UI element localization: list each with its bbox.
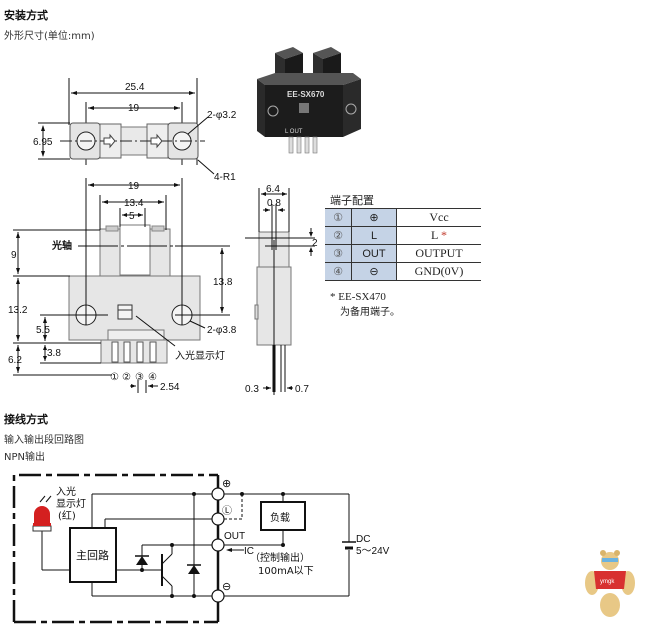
pin-symbol: ⊕	[351, 208, 397, 227]
pin-name: OUTPUT	[396, 244, 481, 263]
dim-0-7: 0.7	[295, 384, 309, 395]
pin-num: ②	[325, 226, 352, 245]
pin-num: ③	[325, 244, 352, 263]
npn-subtitle: NPN输出	[4, 452, 45, 463]
top-view-drawing: 25.4 19 6.95 2-φ3.2 4-R1	[33, 78, 237, 180]
pin-symbol: OUT	[351, 244, 397, 263]
note-star: *	[440, 228, 447, 242]
dim-19-top: 19	[128, 103, 140, 114]
circuit-subtitle: 输入输出段回路图	[4, 435, 84, 446]
wiring-section-title: 接线方式	[4, 413, 48, 426]
dim-13-2: 13.2	[8, 305, 28, 316]
pin-symbol: ⊖	[351, 262, 397, 281]
main-circuit-block	[69, 527, 117, 583]
terminal-l	[211, 512, 225, 526]
current-limit-label: 100mA以下	[258, 566, 314, 577]
top-view-body	[60, 122, 205, 160]
terminal-out-label: OUT	[224, 531, 245, 542]
dim-2: 2	[312, 238, 318, 249]
table-row: ① ⊕ Vcc	[325, 208, 481, 227]
dim-13-4: 13.4	[124, 198, 144, 209]
load-block	[260, 501, 306, 531]
table-row: ③ OUT OUTPUT	[325, 244, 481, 263]
control-output-label: （控制输出）	[250, 551, 310, 564]
watermark-text: ymgk	[600, 579, 615, 585]
led-label-1: 入光	[56, 485, 76, 498]
dim-holes-3-8: 2-φ3.8	[207, 325, 237, 336]
indicator-label: 入光显示灯	[175, 349, 225, 362]
main-circuit-label: 主回路	[76, 549, 109, 562]
dim-25-4: 25.4	[125, 82, 145, 93]
dim-6-4: 6.4	[266, 184, 280, 195]
note-line-1: * EE-SX470	[330, 291, 386, 303]
dim-6-95: 6.95	[33, 137, 53, 148]
voltage-label: 5～24V	[356, 546, 390, 557]
led-label-3: (红)	[58, 509, 76, 522]
pin-num: ④	[325, 262, 352, 281]
table-row: ② L L *	[325, 226, 481, 245]
ic-label: IC	[244, 546, 254, 557]
dim-6-2: 6.2	[8, 355, 22, 366]
dim-9: 9	[11, 250, 17, 261]
product-model-label: EE-SX670	[287, 90, 325, 99]
pin-symbol: L	[351, 226, 397, 245]
dim-3-8: 3.8	[47, 348, 61, 359]
led-indicator-icon	[32, 495, 52, 532]
pin-name: Vcc	[396, 208, 481, 227]
watermark-mascot-icon: ymgk	[585, 550, 635, 617]
dim-0-8: 0.8	[267, 198, 281, 209]
zener-diode-1	[136, 556, 148, 565]
dim-holes-3-2: 2-φ3.2	[207, 110, 237, 121]
note-line-2: 为备用端子。	[340, 307, 400, 318]
terminal-table: ① ⊕ Vcc ② L L * ③ OUT OUTPUT ④ ⊖ GND(0V)	[325, 208, 481, 281]
pin-number-4: ④	[148, 372, 157, 383]
product-photo: EE-SX670 L OUT	[257, 47, 361, 154]
pin-name: GND(0V)	[396, 262, 481, 281]
dimensions-subtitle: 外形尺寸(单位:mm)	[4, 31, 95, 42]
circuit-diagram: 主回路 入光 显示灯 (红) ⊕ Ⓛ OUT IC ⊖ 负载 （控制输出） 10…	[12, 473, 390, 624]
side-view-drawing: 6.4 0.8 2 0.3 0.7	[245, 184, 318, 395]
zener-diode-2	[188, 565, 200, 574]
load-label: 负载	[270, 511, 290, 524]
front-view-drawing: 19 13.4 5 光轴 9 13.2 5.5 3.8 6.2 13.8 2-φ…	[8, 178, 237, 393]
terminal-plus-label: ⊕	[222, 478, 231, 490]
dim-13-8: 13.8	[213, 277, 233, 288]
dim-4-r1: 4-R1	[214, 172, 236, 180]
pin-number-3: ③	[135, 372, 144, 383]
terminal-minus-label: ⊖	[222, 581, 231, 593]
terminal-plus	[211, 487, 225, 501]
product-pin-label: L OUT	[285, 129, 303, 135]
pin-name: L *	[396, 226, 481, 245]
dim-19-front: 19	[128, 181, 140, 192]
dim-5-5: 5.5	[36, 325, 50, 336]
pin-number-1: ①	[110, 372, 119, 383]
led-label-2: 显示灯	[56, 498, 86, 510]
pin-number-2: ②	[122, 372, 131, 383]
terminal-minus	[211, 589, 225, 603]
dim-5: 5	[129, 211, 135, 222]
dc-label: DC	[356, 534, 370, 545]
table-row: ④ ⊖ GND(0V)	[325, 262, 481, 281]
terminal-l-label: Ⓛ	[222, 505, 232, 517]
dim-0-3: 0.3	[245, 384, 259, 395]
optical-axis-label: 光轴	[51, 239, 72, 252]
terminal-out	[211, 538, 225, 552]
table-note: * EE-SX470 为备用端子。	[330, 290, 400, 320]
pin-num: ①	[325, 208, 352, 227]
install-section-title: 安装方式	[4, 9, 48, 22]
terminal-table-title: 端子配置	[330, 194, 374, 207]
dim-2-54: 2.54	[160, 382, 180, 393]
